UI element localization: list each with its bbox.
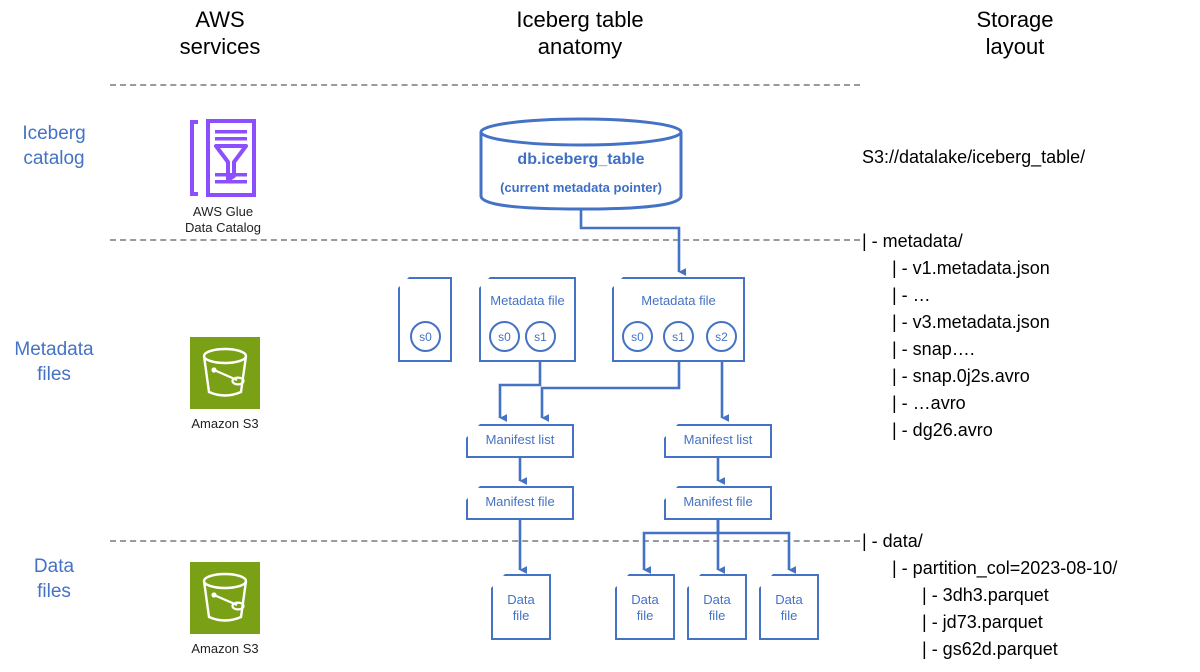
- row-label-metadata-files: Metadata files: [14, 339, 94, 385]
- data-file-4-line1: Data: [775, 592, 803, 607]
- storage-data-tree: | - data/ | - partition_col=2023-08-10/ …: [862, 531, 1118, 659]
- s3-bucket-icon-data: [190, 562, 260, 634]
- manifest-list-left-label: Manifest list: [485, 432, 555, 447]
- manifest-file-left[interactable]: [466, 486, 574, 520]
- iceberg-catalog-cylinder: [478, 116, 684, 217]
- glue-funnel-icon: [188, 118, 258, 203]
- storage-root-path: S3://datalake/iceberg_table/: [862, 147, 1086, 167]
- row-label-iceberg-catalog: Iceberg catalog: [22, 123, 86, 169]
- divider-data: [110, 540, 860, 542]
- data-file-2-line1: Data: [631, 592, 659, 607]
- metadata-file-v2-label: Metadata file: [490, 293, 565, 308]
- divider-metadata: [110, 239, 860, 241]
- snapshot-s1-v2: s1: [525, 321, 556, 352]
- amazon-s3-caption-data: Amazon S3: [191, 641, 259, 656]
- data-file-1-line1: Data: [507, 592, 535, 607]
- catalog-title: db.iceberg_table: [517, 151, 645, 168]
- data-file-3-line1: Data: [703, 592, 731, 607]
- snapshot-s2-v3: s2: [706, 321, 737, 352]
- s3-bucket-icon-metadata: [190, 337, 260, 409]
- metadata-file-v2[interactable]: [479, 277, 576, 362]
- column-header-aws-services: AWS services: [179, 7, 261, 59]
- data-file-2-line2: file: [636, 608, 654, 623]
- manifest-list-right-label: Manifest list: [683, 432, 753, 447]
- data-file-4-line2: file: [780, 608, 798, 623]
- manifest-file-left-label: Manifest file: [485, 494, 555, 509]
- snapshot-s0-v1: s0: [410, 321, 441, 352]
- column-header-storage-layout: Storage layout: [976, 7, 1054, 59]
- data-file-1-line2: file: [512, 608, 530, 623]
- manifest-file-right[interactable]: [664, 486, 772, 520]
- data-file-3[interactable]: [687, 574, 747, 640]
- catalog-subtitle: (current metadata pointer): [500, 180, 662, 195]
- data-file-4[interactable]: [759, 574, 819, 640]
- manifest-list-left[interactable]: [466, 424, 574, 458]
- amazon-s3-caption-metadata: Amazon S3: [191, 416, 259, 431]
- storage-metadata-tree: | - metadata/ | - v1.metadata.json | - ……: [862, 231, 1050, 440]
- manifest-file-right-label: Manifest file: [683, 494, 753, 509]
- metadata-file-v3-label: Metadata file: [641, 293, 716, 308]
- data-file-1[interactable]: [491, 574, 551, 640]
- data-file-2[interactable]: [615, 574, 675, 640]
- row-label-data-files: Data files: [33, 556, 75, 602]
- divider-top: [110, 84, 860, 86]
- snapshot-s1-v3: s1: [663, 321, 694, 352]
- snapshot-s0-v3: s0: [622, 321, 653, 352]
- data-file-3-line2: file: [708, 608, 726, 623]
- snapshot-s0-v2: s0: [489, 321, 520, 352]
- column-header-iceberg-table-anatomy: Iceberg table anatomy: [516, 7, 644, 59]
- aws-glue-data-catalog-caption: AWS Glue Data Catalog: [185, 204, 261, 235]
- manifest-list-right[interactable]: [664, 424, 772, 458]
